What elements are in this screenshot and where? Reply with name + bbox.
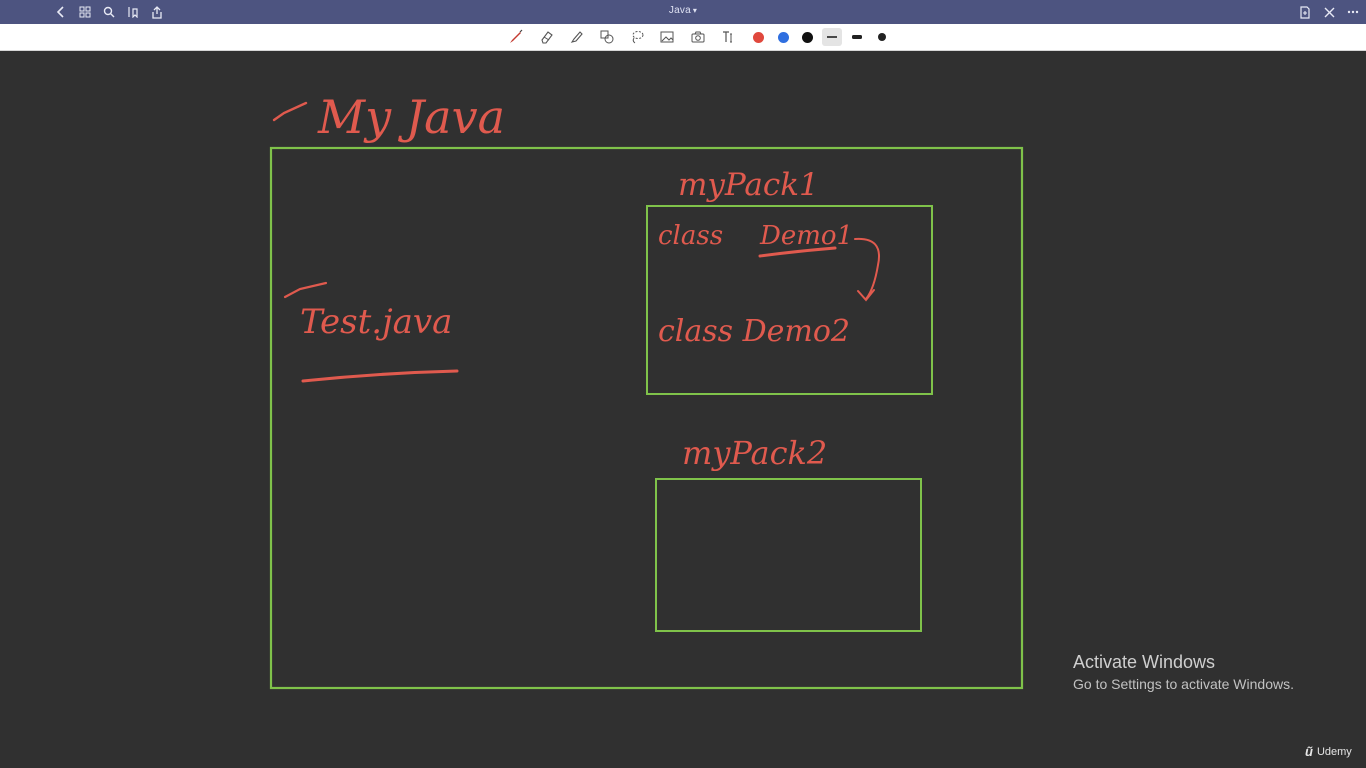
red-dot-icon xyxy=(752,31,764,43)
class1-name: Demo1 xyxy=(759,221,853,251)
thick-dot-icon xyxy=(878,33,886,41)
class1-keyword: class xyxy=(658,221,723,251)
back-icon[interactable] xyxy=(52,3,70,21)
shapes-icon[interactable] xyxy=(597,28,617,46)
project-title: My Java xyxy=(317,90,505,144)
grid-icon[interactable] xyxy=(76,3,94,21)
checkmark-icon xyxy=(272,101,308,122)
document-icon[interactable] xyxy=(1296,3,1314,21)
activate-subtext: Go to Settings to activate Windows. xyxy=(1073,676,1294,692)
stroke-medium-button[interactable] xyxy=(847,28,867,46)
activate-heading: Activate Windows xyxy=(1073,652,1216,672)
lasso-icon[interactable] xyxy=(627,28,647,46)
more-icon[interactable] xyxy=(1344,3,1362,21)
arrow-down-icon xyxy=(854,237,880,302)
udemy-watermark: ũ Udemy xyxy=(1305,744,1352,759)
chevron-down-icon: ▾ xyxy=(692,6,698,15)
camera-icon[interactable] xyxy=(688,28,708,46)
activate-windows-watermark: Activate Windows Go to Settings to activ… xyxy=(1073,652,1294,692)
text-icon[interactable] xyxy=(718,28,738,46)
pack2-box xyxy=(655,478,922,632)
thin-line-icon xyxy=(827,36,837,38)
pack1-box xyxy=(646,205,933,395)
share-icon[interactable] xyxy=(148,3,166,21)
pen-icon[interactable] xyxy=(506,28,526,46)
stroke-thin-button[interactable] xyxy=(822,28,842,46)
medium-line-icon xyxy=(852,35,862,39)
whiteboard-canvas[interactable]: My Java Test.java myPack1 class Demo1 cl… xyxy=(0,51,1366,768)
project-box xyxy=(269,146,1024,690)
eraser-icon[interactable] xyxy=(537,28,557,46)
class2-label: class Demo2 xyxy=(658,314,850,349)
document-title-text: Java xyxy=(668,5,691,16)
pack2-label: myPack2 xyxy=(682,434,827,472)
color-black-swatch[interactable] xyxy=(797,28,817,46)
bookmark-icon[interactable] xyxy=(124,3,142,21)
ink-layer: My Java Test.java myPack1 class Demo1 cl… xyxy=(269,90,1024,690)
document-title[interactable]: Java▾ xyxy=(0,5,1366,16)
file-underline xyxy=(301,369,459,383)
close-icon[interactable] xyxy=(1320,3,1338,21)
black-dot-icon xyxy=(801,31,813,43)
class1-underline xyxy=(758,246,837,258)
title-bar: Java▾ xyxy=(0,0,1366,24)
search-icon[interactable] xyxy=(100,3,118,21)
udemy-logo-icon: ũ xyxy=(1305,744,1313,759)
color-blue-swatch[interactable] xyxy=(773,28,793,46)
image-icon[interactable] xyxy=(657,28,677,46)
pack1-label: myPack1 xyxy=(678,167,819,203)
udemy-label: Udemy xyxy=(1316,745,1352,758)
file-label: Test.java xyxy=(300,302,452,342)
stroke-thick-button[interactable] xyxy=(872,28,892,46)
drawing-toolbar xyxy=(0,24,1366,51)
color-red-swatch[interactable] xyxy=(748,28,768,46)
checkmark-icon xyxy=(283,281,328,299)
highlighter-icon[interactable] xyxy=(567,28,587,46)
blue-dot-icon xyxy=(777,31,789,43)
